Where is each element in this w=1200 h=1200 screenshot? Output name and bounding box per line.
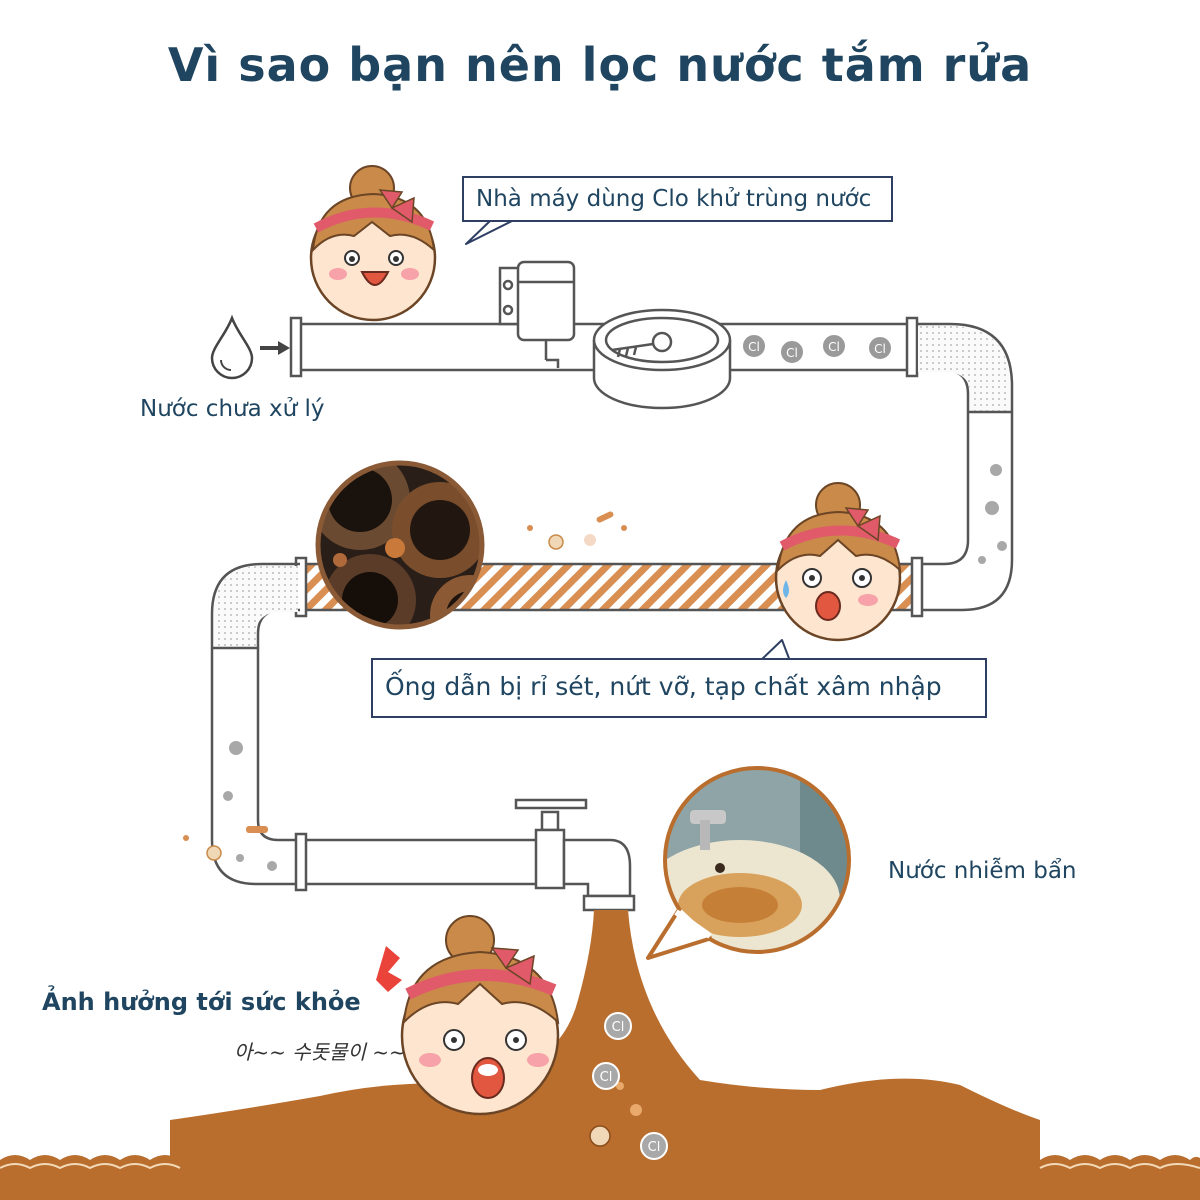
rusty-pipes-photo — [315, 460, 485, 630]
chlorine-symbol: Cl — [748, 340, 760, 354]
pipes-callout-text: Ống dẫn bị rỉ sét, nứt vỡ, tạp chất xâm … — [385, 672, 942, 701]
chlorine-symbol: Cl — [600, 1070, 613, 1085]
chlorine-symbol: Cl — [648, 1140, 661, 1155]
chlorine-bubble: Cl — [779, 339, 805, 365]
chlorine-symbol: Cl — [828, 340, 840, 354]
girl-happy-avatar — [309, 165, 437, 322]
rust-particles — [527, 511, 627, 550]
chlorine-bubble: Cl — [741, 333, 767, 359]
callout-pointer — [465, 220, 513, 245]
chlorine-bubble: Cl — [640, 1132, 668, 1160]
raw-water-label: Nước chưa xử lý — [140, 396, 325, 422]
factory-callout-text: Nhà máy dùng Clo khử trùng nước — [476, 186, 872, 212]
page-title: Vì sao bạn nên lọc nước tắm rửa — [167, 38, 1033, 92]
korean-exclamation: 아~~ 수돗물이 ~~ — [234, 1040, 406, 1064]
chlorine-bubble: Cl — [604, 1012, 632, 1040]
left-pipe — [210, 562, 540, 892]
dirty-water-label: Nước nhiễm bẩn — [888, 858, 1077, 884]
girl-worried-avatar — [774, 482, 902, 642]
chlorine-bubble: Cl — [821, 333, 847, 359]
chlorine-bubble: Cl — [592, 1062, 620, 1090]
pipe-bubbles — [978, 464, 1007, 564]
chlorine-symbol: Cl — [786, 346, 798, 360]
pipes-callout: Ống dẫn bị rỉ sét, nứt vỡ, tạp chất xâm … — [371, 658, 987, 718]
chlorine-symbol: Cl — [612, 1020, 625, 1035]
chlorine-bubbles: Cl Cl Cl Cl Cl Cl — [592, 333, 893, 1160]
key-icon — [611, 331, 673, 358]
inflow-arrow-icon — [260, 341, 290, 355]
girl-shocked-avatar — [376, 915, 560, 1116]
callout-pointer — [759, 639, 791, 662]
water-drop-icon — [210, 314, 254, 380]
dirty-water-stream — [0, 910, 1200, 1200]
factory-callout: Nhà máy dùng Clo khử trùng nước — [462, 176, 893, 222]
chlorine-tank — [592, 308, 732, 410]
chlorine-bubble: Cl — [867, 335, 893, 361]
lower-pipe-bubbles — [183, 741, 277, 871]
faucet-icon — [514, 798, 636, 912]
chlorine-symbol: Cl — [874, 342, 886, 356]
dirty-sink-photo — [646, 766, 851, 960]
chlorine-dosing-unit — [498, 260, 576, 368]
health-impact-label: Ảnh hưởng tới sức khỏe — [42, 988, 361, 1016]
